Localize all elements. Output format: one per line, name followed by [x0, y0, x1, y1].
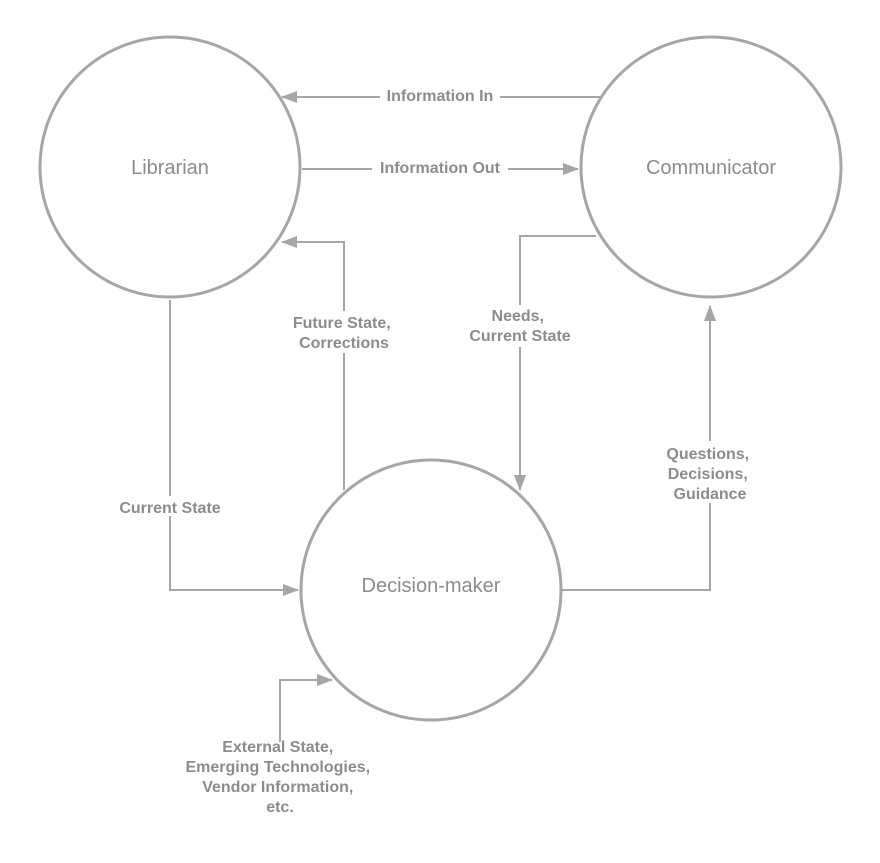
- questions-line-1: Questions,: [666, 446, 749, 463]
- information-out-label: Information Out: [380, 160, 501, 177]
- needs-line-1: Needs,: [492, 308, 544, 325]
- needs-current-state-label: Needs, Current State: [469, 308, 570, 345]
- future-state-label: Future State, Corrections: [293, 315, 395, 352]
- edge-labels: Information In Information Out Future St…: [110, 86, 760, 816]
- information-out-label-bg: [372, 158, 508, 178]
- edges: [169, 91, 716, 742]
- edge-current-state: [169, 300, 299, 596]
- future-state-label-bg: [285, 311, 403, 353]
- node-decision-maker[interactable]: Decision-maker: [299, 458, 563, 722]
- decision-maker-circle: [299, 458, 563, 722]
- future-state-line-2: Corrections: [299, 335, 389, 352]
- communicator-label: Communicator: [646, 157, 776, 179]
- edge-questions-decisions-guidance: [562, 305, 716, 591]
- external-state-label: External State, Emerging Technologies, V…: [185, 739, 374, 816]
- edge-future-state: [281, 236, 345, 490]
- information-in-label-bg: [380, 86, 500, 106]
- communicator-circle: [579, 35, 843, 299]
- node-communicator[interactable]: Communicator: [579, 35, 843, 299]
- external-line-4: etc.: [266, 799, 294, 816]
- edge-needs-current-state: [514, 235, 596, 491]
- needs-label-bg: [462, 305, 580, 347]
- questions-line-3: Guidance: [674, 486, 747, 503]
- node-librarian[interactable]: Librarian: [38, 35, 302, 299]
- edge-external-state: [279, 674, 333, 742]
- current-state-label: Current State: [119, 500, 220, 517]
- decision-maker-label: Decision-maker: [362, 575, 501, 597]
- questions-label-bg: [660, 441, 760, 503]
- future-state-line-1: Future State,: [293, 315, 391, 332]
- current-state-label-bg: [110, 496, 230, 516]
- questions-label: Questions, Decisions, Guidance: [666, 446, 753, 503]
- questions-line-2: Decisions,: [668, 466, 748, 483]
- information-in-label: Information In: [387, 88, 494, 105]
- librarian-label: Librarian: [131, 157, 209, 179]
- external-line-1: External State,: [222, 739, 333, 756]
- needs-line-2: Current State: [469, 328, 570, 345]
- librarian-circle: [38, 35, 302, 299]
- external-line-2: Emerging Technologies,: [185, 759, 370, 776]
- external-line-3: Vendor Information,: [202, 779, 353, 796]
